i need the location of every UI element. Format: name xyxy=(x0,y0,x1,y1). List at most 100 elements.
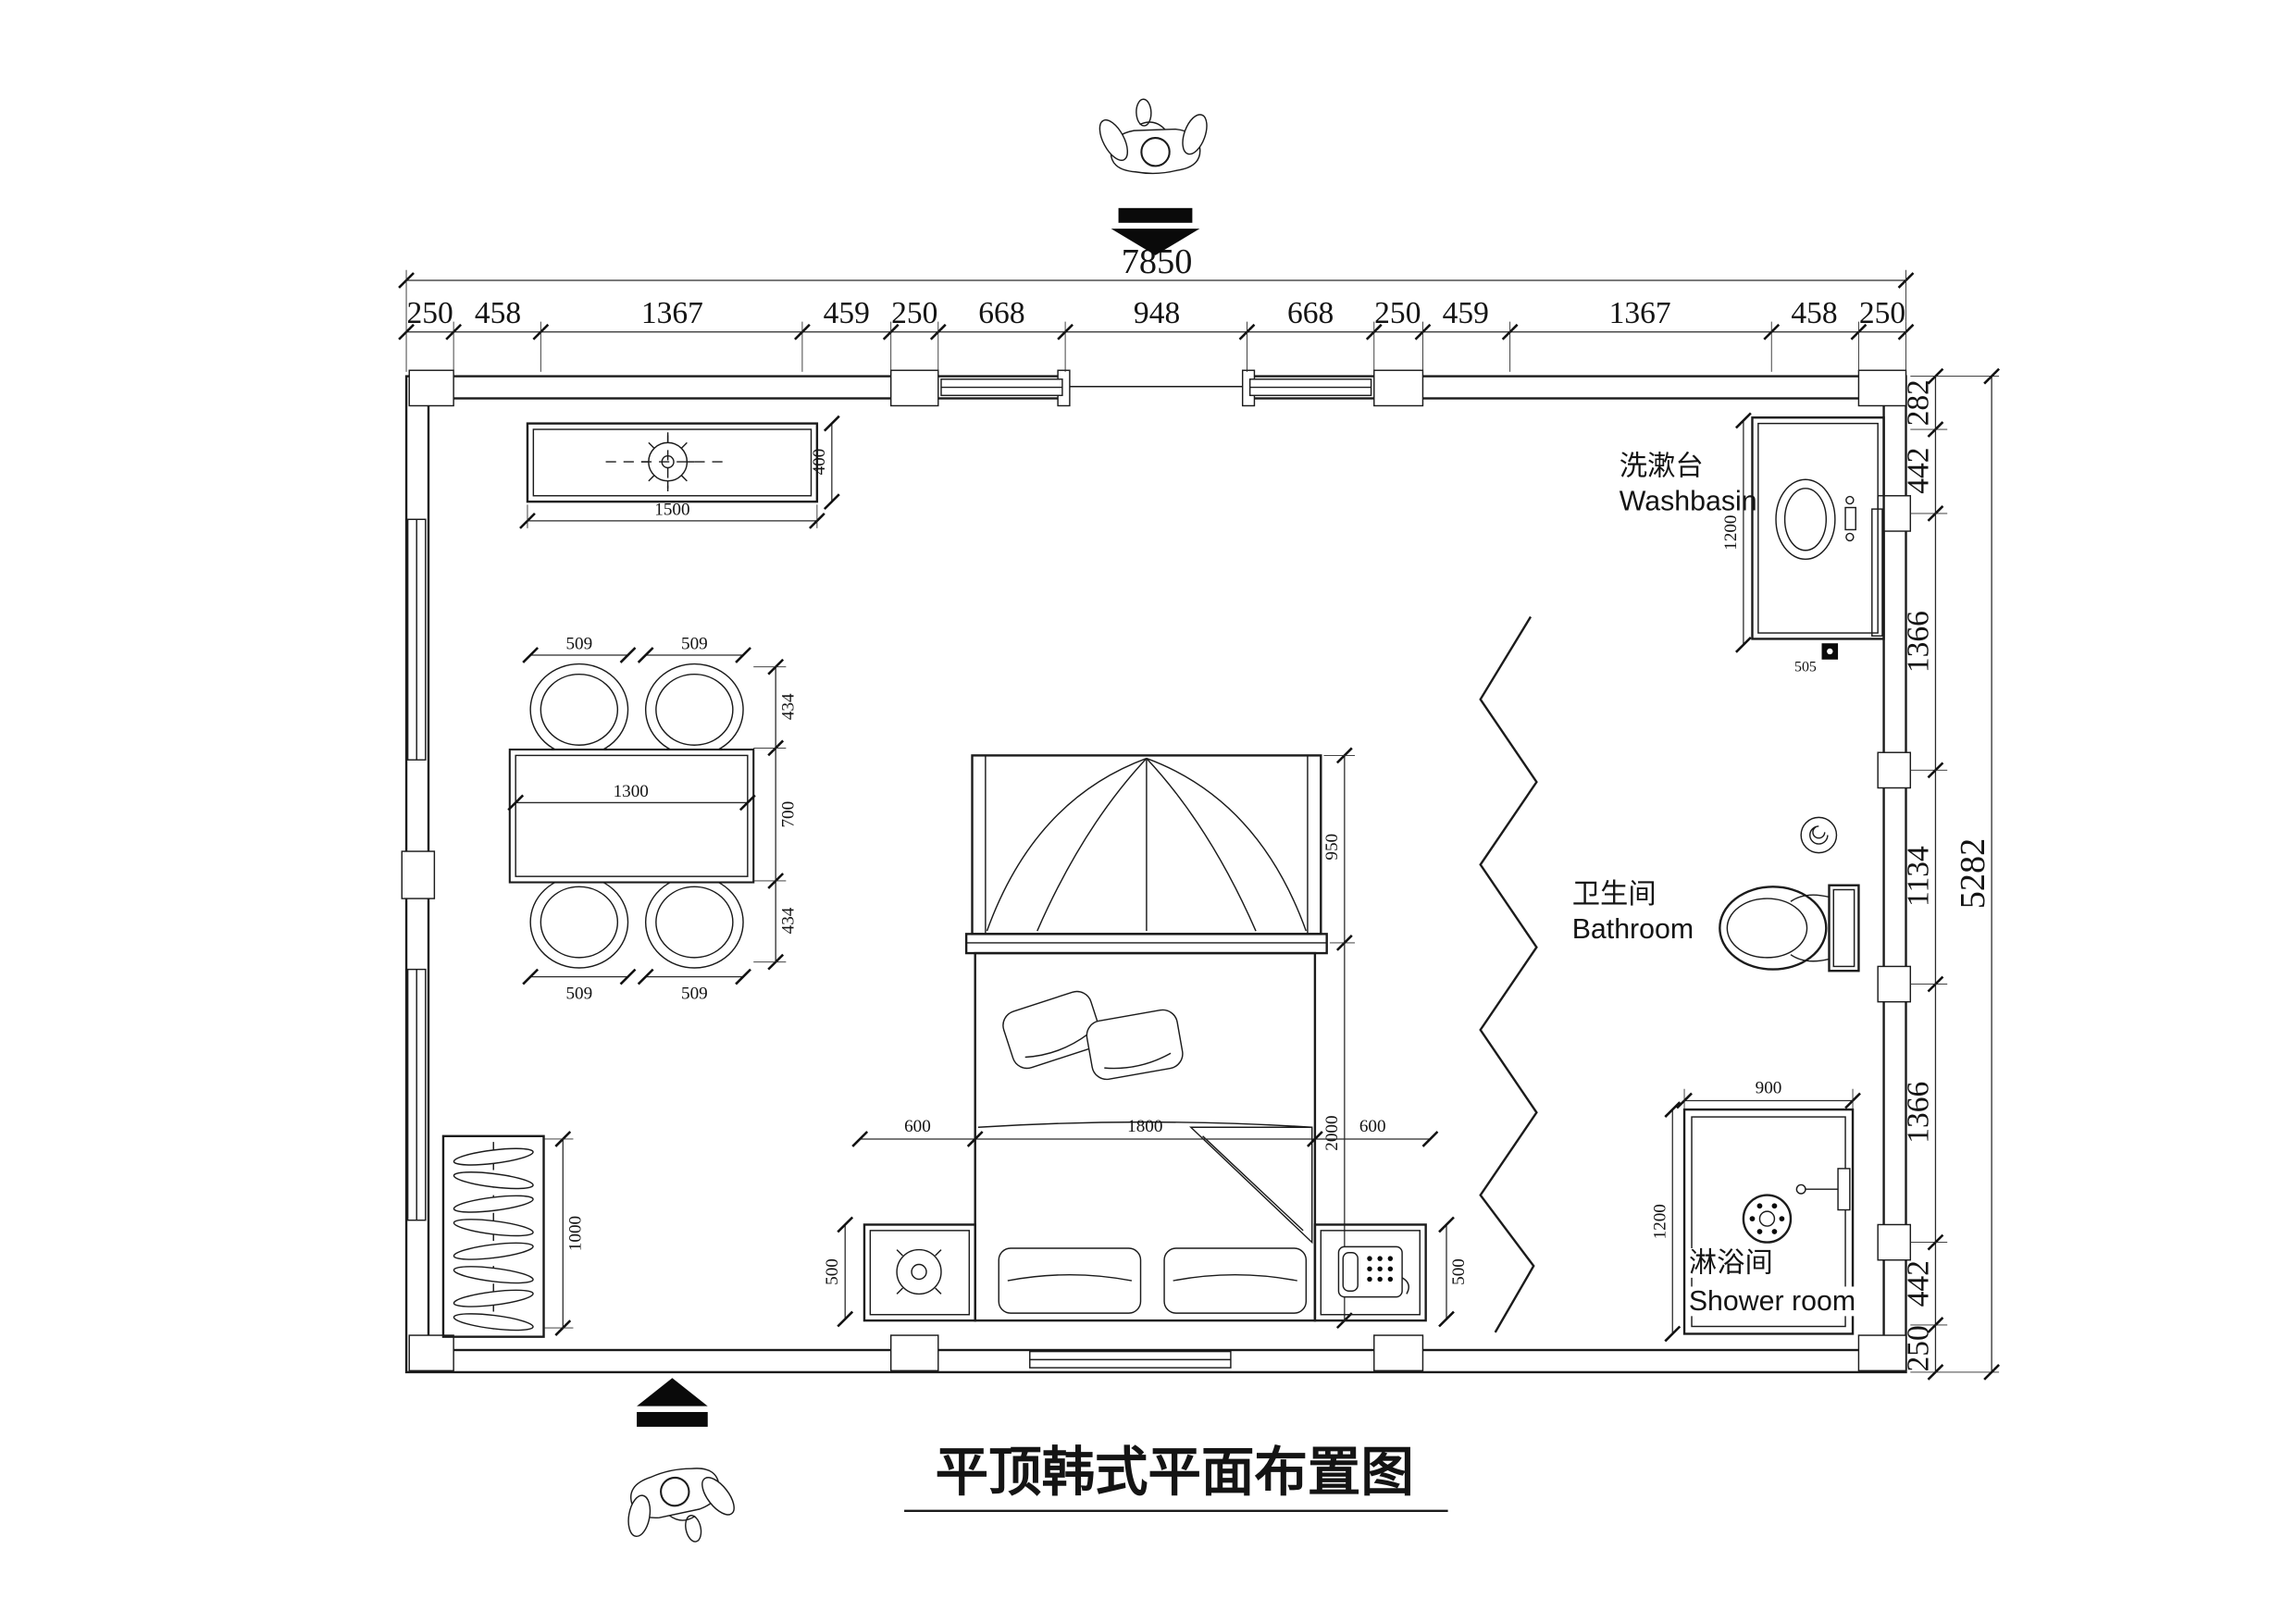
sink-basin xyxy=(1775,478,1836,561)
dining-dims: 1300 509 509 509 509 xyxy=(507,635,798,1004)
dim-seg-top: 458 xyxy=(1791,296,1837,330)
dim-seg-right: 1134 xyxy=(1901,846,1935,907)
dim-seg-right: 442 xyxy=(1901,448,1935,494)
dining-table xyxy=(508,748,755,884)
nightstand-left: 500 xyxy=(823,1216,976,1328)
entry-door-opening xyxy=(1057,369,1256,407)
dim-chain-top-segments: 250 458 1367 459 250 668 948 668 250 459… xyxy=(398,296,1915,372)
dim-seg-top: 948 xyxy=(1134,296,1180,330)
floor-drain-spiral-icon xyxy=(1800,816,1838,854)
wall-column xyxy=(408,1334,454,1372)
dim-seg-top: 459 xyxy=(824,296,870,330)
dim-seg-top: 668 xyxy=(978,296,1024,330)
dim-chain-top-total: 7850 xyxy=(398,242,1915,322)
dim-label: 900 xyxy=(1756,1079,1782,1098)
dim-seg-right: 250 xyxy=(1901,1325,1935,1371)
wall-column xyxy=(1877,1223,1912,1261)
dim-label: 1200 xyxy=(1650,1204,1669,1239)
dim-label: 505 xyxy=(1794,660,1817,675)
exterior-walls xyxy=(401,369,1912,1374)
shower-dims: 900 1200 xyxy=(1650,1079,1861,1343)
nightstand-right: 500 xyxy=(1313,1216,1469,1328)
wall-columns xyxy=(401,369,1912,1372)
dim-seg-top: 1367 xyxy=(641,296,703,330)
dim-seg-right: 1366 xyxy=(1901,611,1935,673)
folded-quilt-right xyxy=(1163,1247,1308,1314)
dim-label: 509 xyxy=(681,635,708,654)
entry-bottom xyxy=(613,1378,747,1557)
dining-chair xyxy=(529,875,629,969)
entry-arrow-up-icon xyxy=(637,1378,708,1427)
wall-column xyxy=(1373,1334,1424,1372)
room-label-washbasin-zh: 洗漱台 xyxy=(1620,450,1704,481)
wall-column xyxy=(408,369,454,407)
dim-seg-top: 250 xyxy=(1374,296,1421,330)
wall-column xyxy=(1857,1334,1907,1372)
bed-sheet-line xyxy=(977,1121,1312,1128)
dim-label: 600 xyxy=(1359,1117,1386,1136)
dim-label: 1800 xyxy=(1127,1117,1162,1136)
room-label-bathroom-en: Bathroom xyxy=(1572,914,1694,945)
telephone-icon xyxy=(1337,1245,1409,1298)
window-top-left xyxy=(940,378,1063,397)
pillow xyxy=(1002,990,1102,1070)
washbasin-dims: 1200 505 xyxy=(1721,412,1817,675)
shower-room: 900 1200 淋浴间 Shower room xyxy=(1650,1079,1864,1343)
room-label-shower-en: Shower room xyxy=(1689,1286,1855,1317)
wall-column xyxy=(1857,369,1907,407)
wardrobe-dim: 1000 xyxy=(543,1131,585,1336)
folded-quilt-left xyxy=(998,1247,1142,1314)
faucet-icon xyxy=(1844,495,1856,542)
plan-title: 平顶韩式平面布置图 xyxy=(904,1443,1448,1513)
dim-seg-top: 250 xyxy=(406,296,453,330)
window-top-right xyxy=(1248,378,1372,397)
washbasin-area: 洗漱台 Washbasin 1200 505 xyxy=(1620,412,1885,675)
wall-column xyxy=(1373,369,1424,407)
ceiling-light-icon xyxy=(605,432,730,491)
dim-label: 509 xyxy=(565,985,592,1004)
toilet: 卫生间 Bathroom xyxy=(1572,878,1860,973)
dim-seg-top: 458 xyxy=(475,296,521,330)
tv-cabinet-dims: 1500 400 xyxy=(519,415,840,529)
bed-headboard xyxy=(964,933,1328,955)
dim-label: 400 xyxy=(810,449,829,476)
dim-seg-top: 459 xyxy=(1443,296,1489,330)
dim-label: 509 xyxy=(565,635,592,654)
entry-arrow-down-icon xyxy=(1111,207,1200,255)
bed-canopy xyxy=(971,754,1322,935)
shower-head-icon xyxy=(1742,1194,1793,1244)
window-left-lower xyxy=(406,968,427,1221)
partition-zigzag xyxy=(1479,615,1538,1333)
dim-label: 700 xyxy=(778,801,798,828)
dining-chair xyxy=(644,875,744,969)
dim-label: 950 xyxy=(1322,834,1342,861)
dim-label: 600 xyxy=(904,1117,931,1136)
dim-label: 1000 xyxy=(565,1216,585,1251)
canopy-bed: 950 2000 600 1800 600 xyxy=(851,747,1439,1329)
dim-seg-top: 668 xyxy=(1287,296,1334,330)
dining-chair xyxy=(644,663,744,757)
entry-top xyxy=(1092,95,1215,255)
dim-label: 1500 xyxy=(654,501,689,520)
dim-label: 434 xyxy=(778,907,798,934)
table-lamp-icon xyxy=(896,1248,942,1295)
shower-valve-icon xyxy=(1795,1168,1851,1211)
window-bottom-center xyxy=(1029,1350,1232,1369)
dim-seg-right: 442 xyxy=(1901,1260,1935,1307)
room-label-bathroom-zh: 卫生间 xyxy=(1572,878,1657,910)
dim-label: 2000 xyxy=(1322,1115,1342,1150)
person-figure-bottom xyxy=(613,1456,747,1557)
wardrobe: 1000 xyxy=(441,1131,585,1338)
dining-chair xyxy=(529,663,629,757)
dim-label: 500 xyxy=(823,1258,842,1285)
dim-seg-right: 282 xyxy=(1901,379,1935,426)
blanket-fold xyxy=(1189,1126,1313,1245)
dim-seg-top: 250 xyxy=(891,296,937,330)
wall-column xyxy=(889,1334,939,1372)
dim-label-total-right: 5282 xyxy=(1954,838,1992,910)
wall-column xyxy=(401,850,436,899)
dim-seg-right: 1366 xyxy=(1901,1082,1935,1144)
dim-chain-right-total: 5282 xyxy=(1954,367,2001,1381)
wall-column xyxy=(1877,751,1912,789)
